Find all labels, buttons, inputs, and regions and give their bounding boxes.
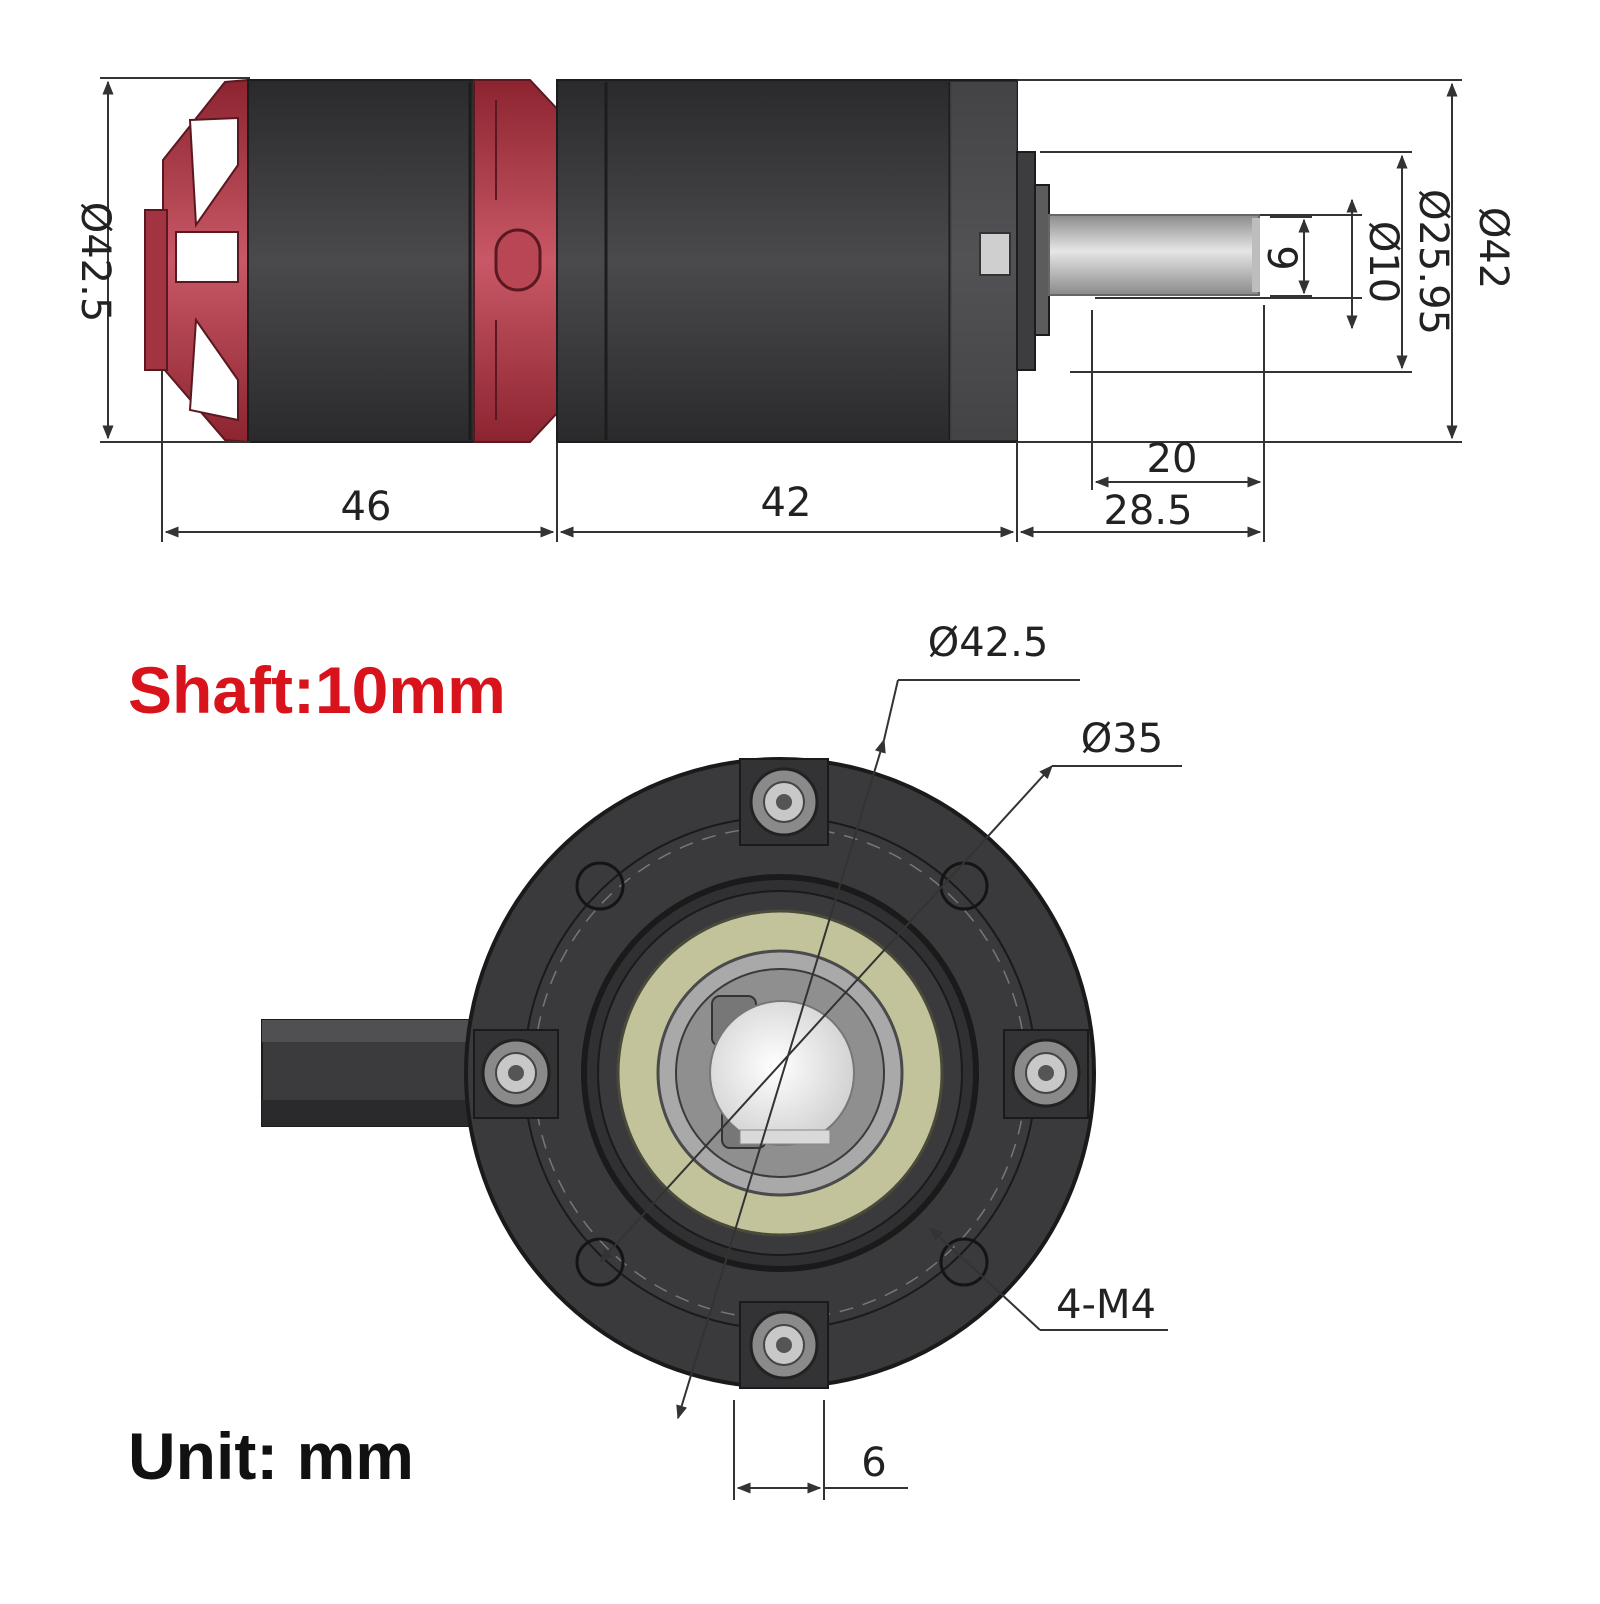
dim-shaft-total-length: 28.5 xyxy=(1103,488,1192,534)
side-view: Ø42.5 Ø42 Ø25.95 Ø10 9 46 42 20 28.5 xyxy=(72,77,1516,542)
side-dimension-lines xyxy=(100,77,1462,542)
dim-front-mount-holes: 4-M4 xyxy=(1056,1282,1156,1328)
motor-front-bell xyxy=(473,79,561,443)
dim-motor-diameter: Ø42.5 xyxy=(72,202,118,323)
dim-gearbox-length: 42 xyxy=(761,480,812,526)
dim-gearbox-diameter: Ø42 xyxy=(1470,207,1516,289)
screw-right xyxy=(1003,1029,1089,1119)
dim-boss-diameter: Ø25.95 xyxy=(1410,189,1456,335)
motor-rear-cap xyxy=(144,78,249,444)
dim-front-bolt-circle: Ø35 xyxy=(1081,716,1163,762)
unit-callout: Unit: mm xyxy=(128,1419,414,1493)
screw-bottom xyxy=(739,1301,829,1389)
dim-shaft-flat: 9 xyxy=(1258,245,1304,270)
dim-shaft-diameter: Ø10 xyxy=(1360,221,1406,303)
shaft-size-callout: Shaft:10mm xyxy=(128,653,506,727)
dim-motor-length: 46 xyxy=(341,484,392,530)
dim-shaft-length: 20 xyxy=(1147,436,1198,482)
dim-front-outer-diameter: Ø42.5 xyxy=(928,620,1049,666)
screw-top xyxy=(739,758,829,846)
front-leader-lines xyxy=(599,679,1182,1500)
dim-front-connector-width: 6 xyxy=(861,1440,886,1486)
gearbox-body xyxy=(556,79,1018,443)
output-shaft xyxy=(1048,214,1260,296)
motor-body xyxy=(247,79,475,443)
front-view: Ø42.5 Ø35 4-M4 6 xyxy=(261,620,1182,1500)
cable-connector xyxy=(261,1019,475,1127)
gearbox-boss xyxy=(979,151,1050,371)
screw-left xyxy=(473,1029,559,1119)
